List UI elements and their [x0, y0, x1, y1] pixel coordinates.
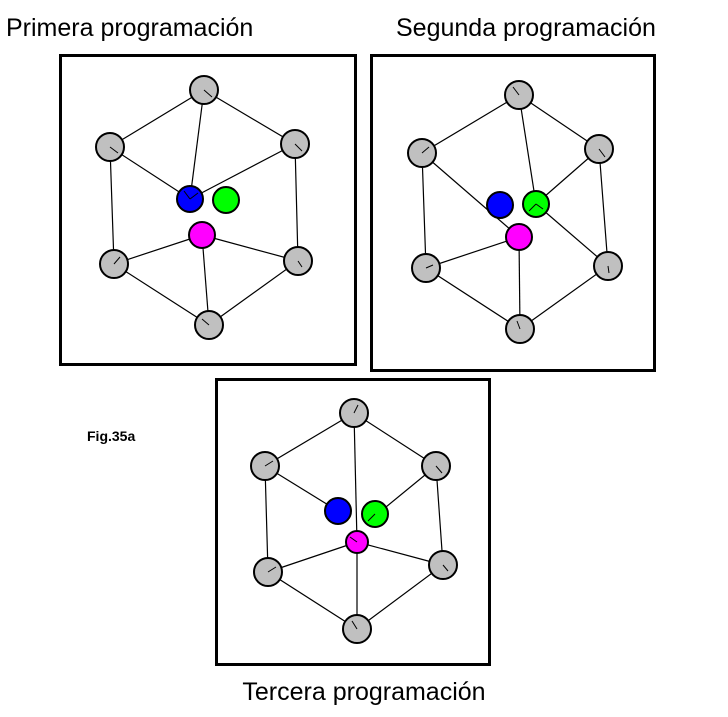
caption-primera-programacion: Primera programación: [6, 14, 254, 42]
molecule-diagram-2: [407, 80, 623, 344]
panel-segunda-programacion: [370, 54, 656, 372]
blue-atom: [486, 191, 514, 219]
caption-segunda-programacion: Segunda programación: [396, 14, 656, 42]
caption-tercera-programacion: Tercera programación: [242, 678, 486, 706]
magenta-atom: [188, 221, 216, 249]
figure-label: Fig.35a: [87, 428, 136, 444]
molecule-diagram-1: [95, 75, 313, 340]
molecule-diagram-3: [250, 398, 458, 644]
panel-primera-programacion: [59, 54, 357, 366]
panel-tercera-programacion: [215, 378, 491, 666]
green-atom: [212, 186, 240, 214]
blue-atom: [324, 497, 352, 525]
magenta-atom: [505, 223, 533, 251]
